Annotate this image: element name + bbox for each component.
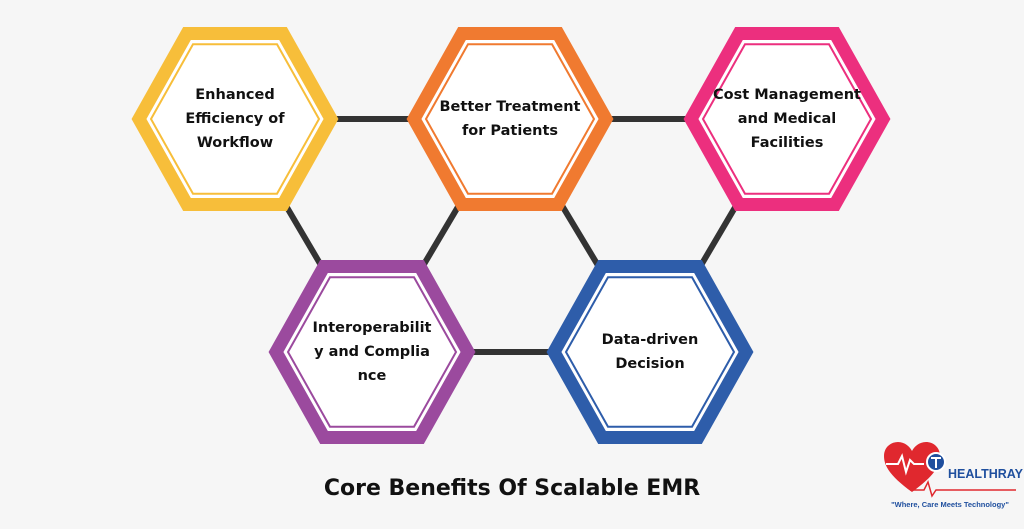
hexagon-efficiency xyxy=(131,27,339,211)
healthray-logo: HEALTHRAY "Where, Care Meets Technology" xyxy=(880,440,1024,520)
diagram-title: Core Benefits Of Scalable EMR xyxy=(323,476,701,501)
logo-tagline: "Where, Care Meets Technology" xyxy=(891,500,1009,509)
hexagon-label-efficiency: Enhanced Efficiency of Workflow xyxy=(185,87,285,151)
hexagon-label-treatment: Better Treatment for Patients xyxy=(439,99,581,139)
heart-icon xyxy=(884,442,1016,498)
hexagon-data xyxy=(546,260,754,444)
hexagon-treatment xyxy=(406,27,614,211)
logo-name: HEALTHRAY xyxy=(948,467,1024,481)
hexagon-cost xyxy=(683,27,891,211)
hexagon-label-data: Data-driven Decision xyxy=(601,332,699,372)
hexagon-interop xyxy=(268,260,476,444)
hexagon-label-interop: Interoperability and Compliance xyxy=(312,320,432,384)
hexagon-label-cost: Cost Management and Medical Facilities xyxy=(713,87,861,151)
